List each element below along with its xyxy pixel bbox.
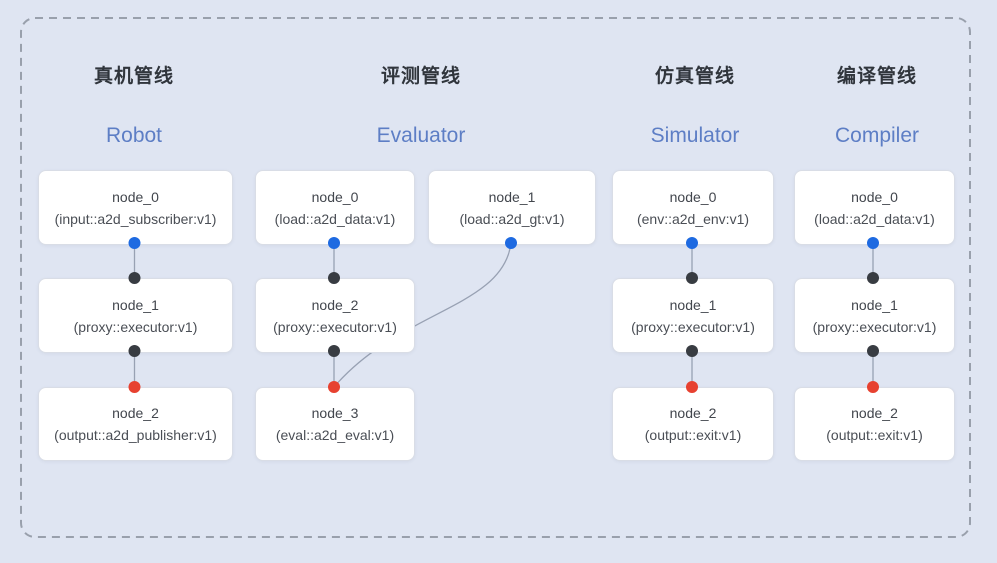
- robot-node-1[interactable]: node_1 (proxy::executor:v1): [38, 278, 233, 353]
- header-evaluator: 评测管线 Evaluator: [321, 64, 521, 147]
- edge-evaluator-node1-node3: [333, 242, 512, 388]
- node-type: (input::a2d_subscriber:v1): [54, 210, 217, 227]
- evaluator-node-3-input-port-icon: [328, 381, 340, 393]
- node-type: (env::a2d_env:v1): [636, 210, 750, 227]
- node-type: (eval::a2d_eval:v1): [275, 427, 395, 443]
- pipeline-title-zh: 真机管线: [93, 66, 174, 87]
- pipeline-title-zh: 编译管线: [836, 66, 917, 87]
- robot-node-0[interactable]: node_0 (input::a2d_subscriber:v1): [38, 170, 233, 245]
- node-type: (proxy::executor:v1): [631, 318, 755, 335]
- node-type: (load::a2d_data:v1): [274, 210, 396, 227]
- pipeline-title-zh: 评测管线: [380, 66, 461, 87]
- pipeline-title-zh: 仿真管线: [654, 66, 735, 87]
- simulator-node-0[interactable]: node_0 (env::a2d_env:v1): [612, 170, 774, 245]
- node-name: node_0: [112, 188, 159, 205]
- header-compiler: 编译管线 Compiler: [777, 64, 977, 147]
- node-name: node_1: [851, 296, 898, 313]
- node-name: node_0: [669, 188, 717, 205]
- node-type: (output::exit:v1): [826, 427, 923, 443]
- node-type: (proxy::executor:v1): [273, 318, 397, 335]
- node-name: node_2: [112, 405, 159, 421]
- node-name: node_0: [851, 188, 898, 205]
- evaluator-node-0-output-port-icon: [328, 237, 340, 249]
- pipeline-subtitle-en: Robot: [105, 124, 163, 147]
- robot-node-1-output-port-icon: [128, 345, 141, 357]
- node-type: (load::a2d_gt:v1): [459, 210, 565, 227]
- evaluator-node-2-output-port-icon: [328, 345, 340, 357]
- node-name: node_2: [669, 405, 717, 421]
- node-name: node_1: [669, 296, 717, 313]
- compiler-node-1[interactable]: node_1 (proxy::executor:v1): [794, 278, 955, 353]
- compiler-node-2-input-port-icon: [867, 381, 879, 393]
- node-name: node_3: [311, 405, 359, 421]
- node-type: (output::a2d_publisher:v1): [54, 427, 217, 443]
- simulator-node-1-output-port-icon: [686, 345, 698, 357]
- node-type: (load::a2d_data:v1): [814, 210, 935, 227]
- node-name: node_1: [112, 296, 159, 313]
- node-type: (proxy::executor:v1): [812, 318, 937, 335]
- pipeline-subtitle-en: Simulator: [650, 124, 740, 147]
- header-robot: 真机管线 Robot: [34, 64, 234, 147]
- compiler-node-1-input-port-icon: [867, 272, 879, 284]
- node-name: node_0: [311, 188, 359, 205]
- simulator-node-2-input-port-icon: [686, 381, 698, 393]
- pipeline-subtitle-en: Evaluator: [376, 124, 466, 147]
- robot-node-0-output-port-icon: [128, 237, 141, 249]
- evaluator-node-2[interactable]: node_2 (proxy::executor:v1): [255, 278, 415, 353]
- node-name: node_2: [311, 296, 359, 313]
- node-type: (output::exit:v1): [644, 427, 742, 443]
- node-name: node_1: [488, 188, 536, 205]
- robot-node-1-input-port-icon: [128, 272, 141, 284]
- evaluator-node-2-input-port-icon: [328, 272, 340, 284]
- evaluator-node-1[interactable]: node_1 (load::a2d_gt:v1): [428, 170, 596, 245]
- evaluator-node-3[interactable]: node_3 (eval::a2d_eval:v1): [255, 387, 415, 461]
- simulator-node-2[interactable]: node_2 (output::exit:v1): [612, 387, 774, 461]
- evaluator-node-0[interactable]: node_0 (load::a2d_data:v1): [255, 170, 415, 245]
- compiler-node-0-output-port-icon: [867, 237, 879, 249]
- evaluator-node-1-output-port-icon: [505, 237, 517, 249]
- pipeline-subtitle-en: Compiler: [834, 124, 920, 147]
- header-simulator: 仿真管线 Simulator: [595, 64, 795, 147]
- compiler-node-1-output-port-icon: [867, 345, 879, 357]
- robot-node-2-input-port-icon: [128, 381, 141, 393]
- node-name: node_2: [851, 405, 898, 421]
- node-type: (proxy::executor:v1): [73, 318, 198, 335]
- simulator-node-1-input-port-icon: [686, 272, 698, 284]
- compiler-node-2[interactable]: node_2 (output::exit:v1): [794, 387, 955, 461]
- simulator-node-0-output-port-icon: [686, 237, 698, 249]
